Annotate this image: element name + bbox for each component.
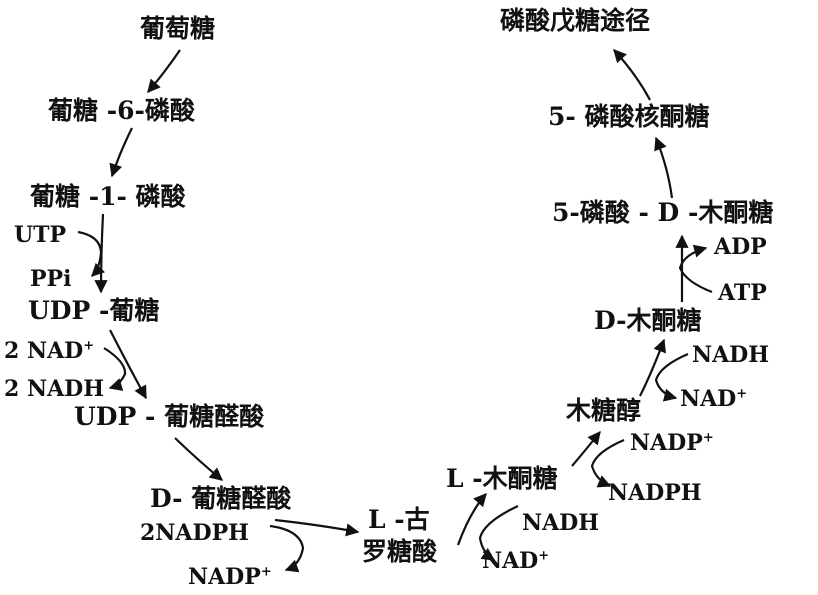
arrow-udpglucose-to-udpglucuronate (109, 329, 147, 400)
cofactor-ppi: PPi (30, 266, 72, 292)
cofactor-nadph-out: NADPH (608, 480, 702, 506)
cofactor-nadp-out: NADP+ (188, 564, 272, 590)
cofactor-nadh-in-1: NADH (522, 510, 600, 536)
cofactor-arc-nadph-nadp (269, 524, 305, 573)
arrow-ribulose5p-to-pentose-pathway (613, 49, 651, 101)
arrow-lxylulose-to-xylitol (571, 430, 601, 467)
cofactor-arc-nadp-nadph (590, 438, 625, 488)
cofactor-nad-out-1: NAD+ (482, 548, 550, 574)
arrow-glucose-to-g6p (147, 49, 181, 94)
node-d-xylulose: D-木酮糖 (594, 306, 702, 335)
arrow-xylitol-to-dxylulose (639, 338, 667, 397)
cofactor-arc-nadh-nad-2 (654, 352, 689, 402)
cofactor-nadp-in: NADP+ (630, 430, 714, 456)
node-d-glucuronate: D- 葡糖醛酸 (150, 484, 292, 513)
cofactor-nadh-out: 2 NADH (4, 376, 105, 402)
node-udp-glucuronate: UDP - 葡糖醛酸 (74, 402, 265, 431)
node-udp-glucose: UDP -葡糖 (28, 296, 160, 325)
node-l-xylulose: L -木酮糖 (446, 464, 558, 493)
node-glucose: 葡萄糖 (140, 14, 216, 43)
node-pentose-phosphate-pathway: 磷酸戊糖途径 (500, 6, 651, 35)
arrow-xylulose5p-to-ribulose5p (654, 136, 674, 199)
node-l-gulonate-line1: L -古 (368, 505, 430, 534)
cofactor-nadh-in-2: NADH (692, 342, 770, 368)
arrow-lgulonate-to-lxylulose (456, 493, 487, 546)
arrow-udpglucuronate-to-dglucuronate (174, 437, 224, 481)
cofactor-nad-out-2: NAD+ (680, 386, 748, 412)
cofactor-utp: UTP (14, 222, 67, 248)
cofactor-arc-nad-nadh (103, 347, 127, 391)
cofactor-arc-atp-adp (678, 244, 713, 294)
node-ribulose-5-phosphate: 5- 磷酸核酮糖 (548, 102, 710, 131)
arrow-g6p-to-g1p (109, 127, 133, 178)
node-glucose-1-phosphate: 葡糖 -1- 磷酸 (30, 182, 186, 211)
cofactor-arc-nadh-nad-1 (478, 505, 519, 561)
node-l-gulonate-line2: 罗糖酸 (362, 537, 438, 566)
node-xylitol: 木糖醇 (566, 396, 642, 425)
cofactor-adp: ADP (714, 234, 767, 260)
cofactor-arc-utp-ppi (77, 230, 106, 277)
node-glucose-6-phosphate: 葡糖 -6-磷酸 (48, 96, 195, 125)
node-xylulose-5-phosphate: 5-磷酸 - D -木酮糖 (552, 198, 774, 227)
cofactor-atp: ATP (718, 280, 767, 306)
cofactor-nadph-in: 2NADPH (140, 520, 249, 546)
cofactor-nad-in: 2 NAD+ (4, 338, 95, 364)
arrow-dglucuronate-to-lgulonate (274, 518, 360, 537)
